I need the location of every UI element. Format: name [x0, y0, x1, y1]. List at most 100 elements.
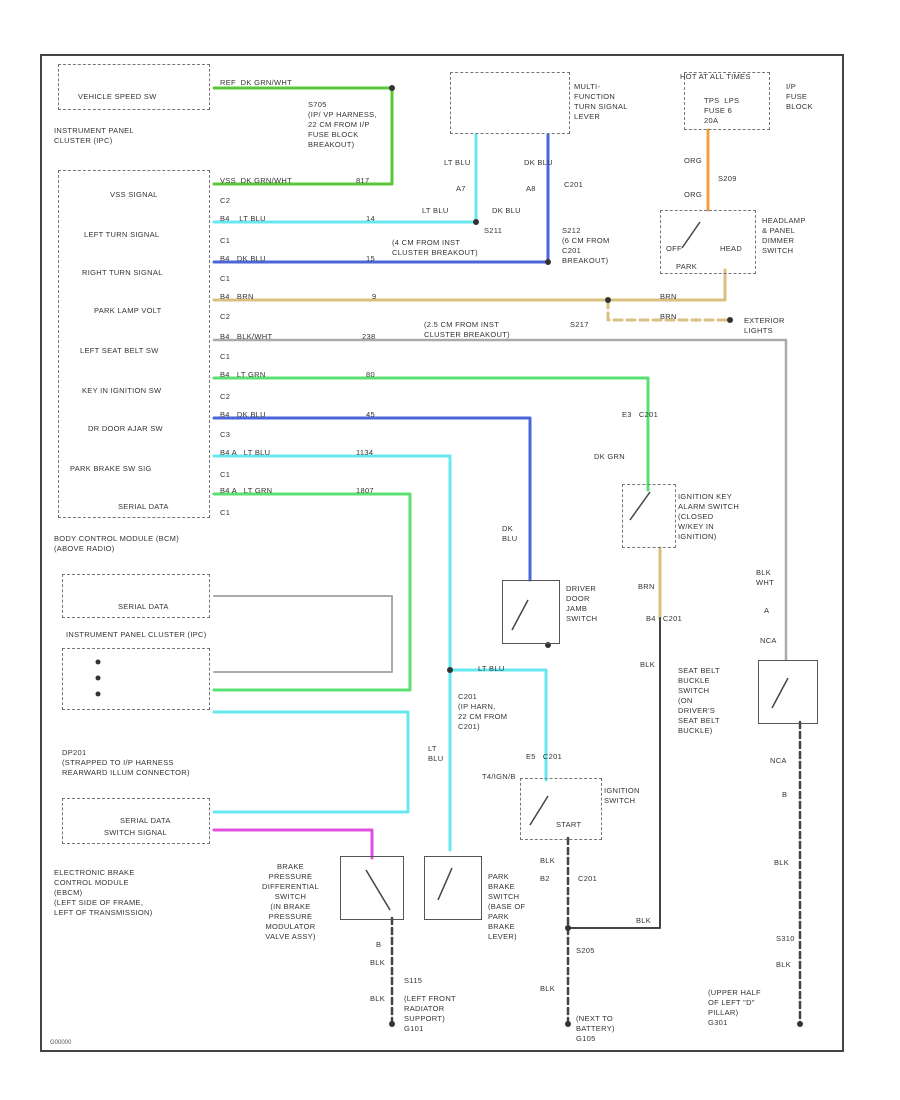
- wire-vss-ref: [212, 86, 394, 186]
- org1-label: ORG: [684, 156, 702, 165]
- g301-label: (UPPER HALF OF LEFT "D" PILLAR) G301: [708, 988, 761, 1027]
- wire-seat-belt: [212, 338, 788, 662]
- tag-c2a: C2: [220, 196, 231, 205]
- dkblu2-label: DK BLU: [492, 206, 521, 215]
- tag-n-serial: 1807: [356, 486, 374, 495]
- g105-label: (NEXT TO BATTERY) G105: [576, 1014, 615, 1043]
- ipc-mid-box: [62, 648, 210, 710]
- brn1-label: BRN: [660, 292, 677, 301]
- ltblu-label: LT BLU: [444, 158, 471, 167]
- b-bottom-label: B: [376, 940, 382, 949]
- b-label: B: [782, 790, 788, 799]
- tag-w7: B4 LT GRN: [220, 370, 266, 379]
- headlamp-box: [660, 210, 756, 274]
- ltblu2-label: LT BLU: [422, 206, 449, 215]
- s310-label: S310: [776, 934, 795, 943]
- ipc-mid-label: INSTRUMENT PANEL CLUSTER (IPC): [66, 630, 207, 639]
- signal-park-brake: PARK BRAKE SW SIG: [70, 464, 152, 473]
- tag-w4: B4 DK BLU: [220, 254, 266, 263]
- lt-blu-v-label: LT BLU: [428, 744, 444, 763]
- ebcm-serial-label: SERIAL DATA: [120, 816, 171, 825]
- hot-label: HOT AT ALL TIMES: [680, 72, 751, 81]
- tag-w3: B4 LT BLU: [220, 214, 266, 223]
- park-brake-label: PARK BRAKE SWITCH (BASE OF PARK BRAKE LE…: [488, 872, 526, 941]
- signal-vss: VSS SIGNAL: [110, 190, 158, 199]
- lt-blu-label: LT BLU: [478, 664, 505, 673]
- s209-label: S209: [718, 174, 737, 183]
- ign-key-box: [622, 484, 676, 548]
- s217-label: S217: [570, 320, 589, 329]
- tag-c1e: C1: [220, 508, 231, 517]
- signal-right-turn: RIGHT TURN SIGNAL: [82, 268, 163, 277]
- g101-label: (LEFT FRONT RADIATOR SUPPORT) G101: [404, 994, 456, 1033]
- tag-w10: B4 A LT GRN: [220, 486, 273, 495]
- ip-fuse-label: I/P FUSE BLOCK: [786, 82, 813, 111]
- signal-park-lamp: PARK LAMP VOLT: [94, 306, 162, 315]
- signal-key-ignition: KEY IN IGNITION SW: [82, 386, 162, 395]
- wire-park-lamp-ext: [606, 298, 732, 322]
- multifunction-label: MULTI- FUNCTION TURN SIGNAL LEVER: [574, 82, 628, 121]
- ign-key-label: IGNITION KEY ALARM SWITCH (CLOSED W/KEY …: [678, 492, 740, 541]
- c201-top-label: C201: [564, 180, 584, 189]
- tag-c1c: C1: [220, 352, 231, 361]
- s212-label: S212 (6 CM FROM C201 BREAKOUT): [562, 226, 610, 265]
- blk-a-label: BLK: [370, 958, 386, 967]
- tag-w2: VSS DK GRN/WHT: [220, 176, 293, 185]
- tag-w9: B4 A LT BLU: [220, 448, 271, 457]
- ign-switch-box: [520, 778, 602, 840]
- ebcm-label: ELECTRONIC BRAKE CONTROL MODULE (EBCM) (…: [54, 868, 153, 917]
- wire-key-blk: [567, 617, 661, 929]
- bcm-box: [58, 170, 210, 518]
- start-label: START: [556, 820, 582, 829]
- tag-c1b: C1: [220, 274, 231, 283]
- a8-label: A8: [526, 184, 536, 193]
- tag-c2c: C2: [220, 392, 231, 401]
- blk-wht-label: BLK WHT: [756, 568, 774, 587]
- brn2-label: BRN: [660, 312, 677, 321]
- tag-n-rt: 15: [366, 254, 375, 263]
- door-jamb-box: [502, 580, 560, 644]
- tag-n-key: 80: [366, 370, 375, 379]
- tag-w1: REF DK GRN/WHT: [220, 78, 292, 87]
- fuse-label: TPS LPS FUSE 6 20A: [704, 96, 740, 125]
- tag-n-belt: 238: [362, 332, 376, 341]
- wire-key-ignition: [212, 376, 650, 492]
- blk-e-label: BLK: [540, 984, 556, 993]
- brake-press-label: BRAKE PRESSURE DIFFERENTIAL SWITCH (IN B…: [262, 862, 319, 941]
- door-jamb-label: DRIVER DOOR JAMB SWITCH: [566, 584, 598, 623]
- park-label: PARK: [676, 262, 698, 271]
- ebcm-switch-label: SWITCH SIGNAL: [104, 828, 168, 837]
- seat-belt-box: [758, 660, 818, 724]
- ebcm-box: [62, 798, 210, 844]
- blk-f-label: BLK: [776, 960, 792, 969]
- tag-c2b: C2: [220, 312, 231, 321]
- signal-left-turn: LEFT TURN SIGNAL: [84, 230, 160, 239]
- dp201-label: DP201 (STRAPPED TO I/P HARNESS REARWARD …: [62, 748, 190, 777]
- ign-switch-label: IGNITION SWITCH: [604, 786, 640, 805]
- wire-ebcm-lt-blu: [212, 710, 410, 814]
- wire-park-lamp: [212, 268, 727, 302]
- vss-box-label: VEHICLE SPEED SW: [78, 92, 157, 101]
- a-label: A: [764, 606, 770, 615]
- wire-right-turn: [212, 133, 550, 264]
- serial-box: [62, 574, 210, 618]
- tag-c1d: C1: [220, 470, 231, 479]
- off-label: OFF: [666, 244, 682, 253]
- s115-label: S115: [404, 976, 423, 985]
- diagram-frame: [40, 54, 844, 1052]
- tag-n-park: 9: [372, 292, 377, 301]
- dk-grn-label: DK GRN: [594, 452, 625, 461]
- wire-serial-data: [212, 492, 412, 692]
- blk-label: BLK: [640, 660, 656, 669]
- wire-ebcm-ppl: [212, 828, 374, 860]
- e5-c201-label: E5 C201: [526, 752, 563, 761]
- fuse-box: [684, 72, 770, 130]
- wire-door-ajar: [212, 416, 532, 582]
- tag-w6: B4 BLK/WHT: [220, 332, 273, 341]
- wire-ign-lt-blu: [448, 668, 548, 782]
- brake-press-box: [340, 856, 404, 920]
- signal-seat-belt: LEFT SEAT BELT SW: [80, 346, 159, 355]
- ipc-top-label: INSTRUMENT PANEL CLUSTER (IPC): [54, 126, 134, 145]
- signal-serial-data: SERIAL DATA: [118, 502, 169, 511]
